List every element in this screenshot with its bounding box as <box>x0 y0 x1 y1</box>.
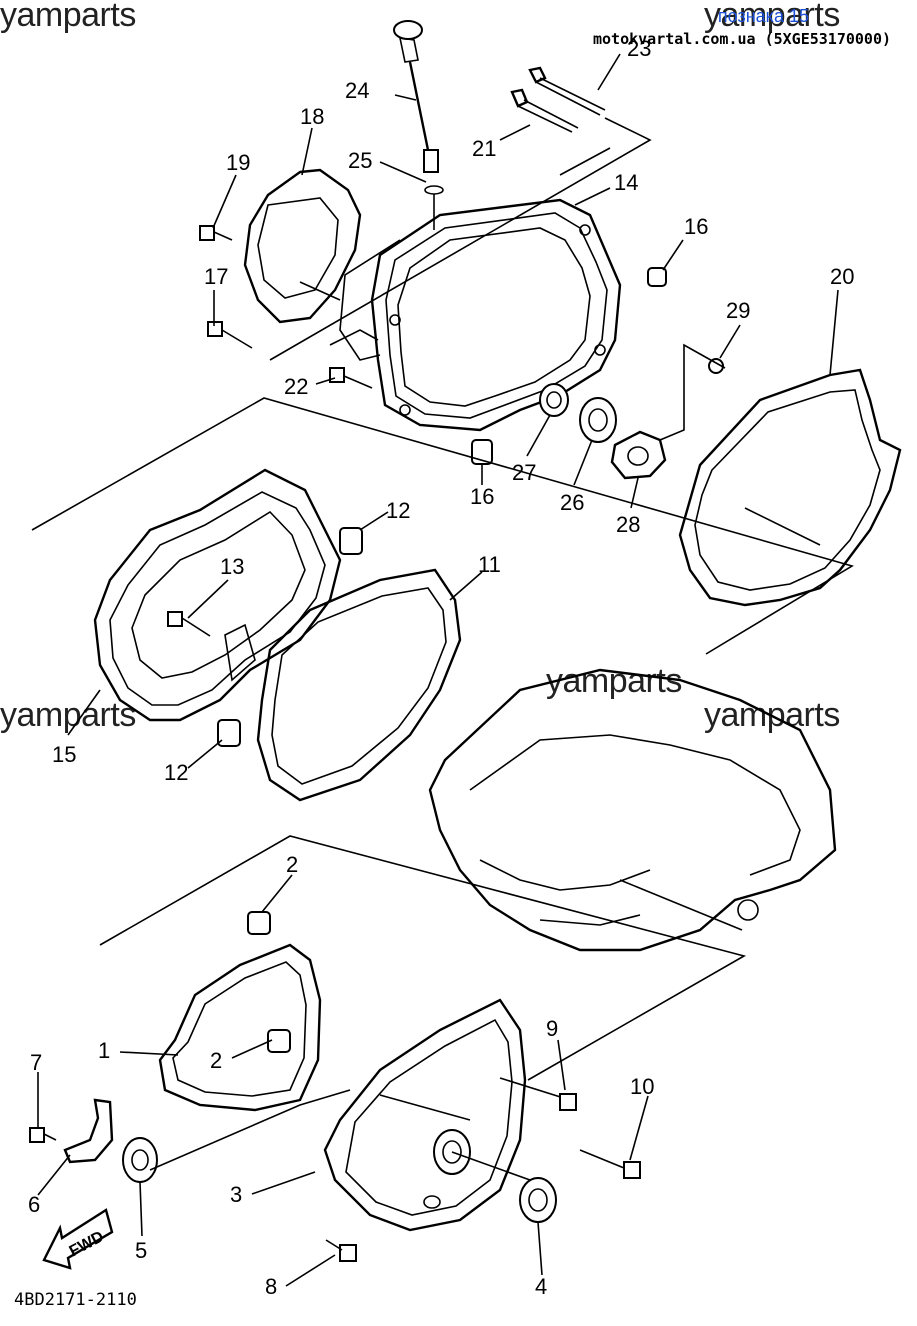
oil-seal-5 <box>122 1137 158 1183</box>
callout-11: 11 <box>478 552 501 577</box>
crankcase-engine <box>428 668 837 952</box>
group-outline-bottom <box>99 835 747 1081</box>
clutch-cover-top <box>329 198 622 432</box>
dowel-16-upper <box>647 267 667 287</box>
gasket-20 <box>678 368 902 607</box>
callout-9: 9 <box>546 1016 558 1041</box>
bolt-7 <box>29 1127 57 1143</box>
callout-8: 8 <box>265 1274 277 1299</box>
leader-5-cover <box>149 1089 351 1171</box>
callout-leaders <box>37 53 839 1287</box>
callout-2-lower: 2 <box>210 1048 222 1073</box>
callout-17: 17 <box>204 264 228 289</box>
dowel-2-upper <box>247 911 271 935</box>
fwd-arrow: FWD <box>42 1208 114 1270</box>
dowel-12-upper <box>339 527 363 555</box>
callout-29: 29 <box>726 298 750 323</box>
gasket-28 <box>610 430 667 480</box>
leader-28-29 <box>659 343 726 441</box>
group-outline-top <box>269 117 652 361</box>
crankcase-cover-15 <box>93 468 342 722</box>
callout-4: 4 <box>535 1274 547 1299</box>
gasket-1 <box>158 943 322 1112</box>
guide-6 <box>63 1098 114 1164</box>
group-outline-middle <box>31 397 854 655</box>
leader-23-21 <box>559 147 611 176</box>
cover-plate <box>243 168 362 324</box>
watermark-middle-center: yamparts <box>546 662 682 700</box>
callout-27: 27 <box>512 460 536 485</box>
watermark-middle-left: yamparts <box>0 696 136 734</box>
gasket-11 <box>256 568 462 802</box>
callout-7: 7 <box>30 1050 42 1075</box>
callout-28: 28 <box>616 512 640 537</box>
callout-26: 26 <box>560 490 584 515</box>
callout-13: 13 <box>220 554 244 579</box>
bolt-21 <box>510 88 579 133</box>
callout-10: 10 <box>630 1074 654 1099</box>
bearing-26 <box>579 397 617 443</box>
callout-14: 14 <box>614 170 638 195</box>
oil-seal-4 <box>519 1177 557 1223</box>
callout-25: 25 <box>348 148 372 173</box>
bolt-22 <box>329 367 373 389</box>
callout-12-lower: 12 <box>164 760 188 785</box>
callout-15: 15 <box>52 742 76 767</box>
callout-20: 20 <box>830 264 854 289</box>
bolt-23 <box>528 66 606 116</box>
callout-18: 18 <box>300 104 324 129</box>
bolt-9 <box>499 1077 577 1111</box>
part-badge-link[interactable]: познака 15 <box>717 6 809 26</box>
callout-19: 19 <box>226 150 250 175</box>
diagram-code: 4BD2171-2110 <box>14 1290 137 1310</box>
callout-5: 5 <box>135 1238 147 1263</box>
callout-23: 23 <box>627 36 651 61</box>
callout-2-upper: 2 <box>286 852 298 877</box>
dowel-12-lower <box>217 719 241 747</box>
fwd-label: FWD <box>67 1228 107 1260</box>
bolt-13 <box>167 611 211 637</box>
bolt-17 <box>207 321 253 349</box>
callout-16-lower: 16 <box>470 484 494 509</box>
bolt-19 <box>199 225 233 241</box>
callout-21: 21 <box>472 136 496 161</box>
callout-6: 6 <box>28 1192 40 1217</box>
oil-seal-27 <box>539 383 569 417</box>
site-caption: motokvartal.com.ua (5XGE53170000) <box>592 30 891 48</box>
callout-1: 1 <box>98 1038 110 1063</box>
crankcase-cover-3 <box>323 998 531 1232</box>
bolt-8 <box>325 1239 357 1262</box>
callout-16-upper: 16 <box>684 214 708 239</box>
bolt-10 <box>579 1149 641 1179</box>
callout-12-upper: 12 <box>386 498 410 523</box>
callout-3: 3 <box>230 1182 242 1207</box>
watermark-top-left: yamparts <box>0 0 136 34</box>
callout-22: 22 <box>284 374 308 399</box>
callout-24: 24 <box>345 78 369 103</box>
dipstick <box>393 20 444 230</box>
watermark-top-right: yamparts <box>704 0 840 34</box>
